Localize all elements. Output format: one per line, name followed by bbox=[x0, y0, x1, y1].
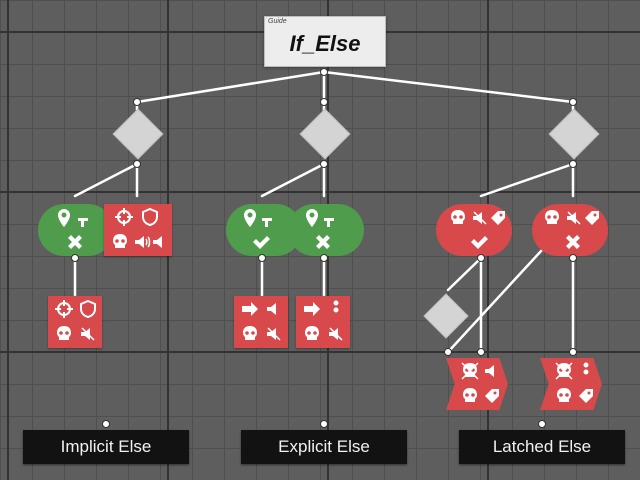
guide-title: If_Else bbox=[289, 31, 361, 56]
skull-icon bbox=[557, 388, 571, 402]
hand-point-icon bbox=[324, 218, 334, 227]
map-pin-icon bbox=[244, 209, 256, 227]
tag-icon bbox=[491, 211, 505, 225]
dots-icon bbox=[583, 362, 589, 375]
root-connector[interactable] bbox=[320, 68, 328, 76]
connector-node[interactable] bbox=[569, 98, 577, 106]
action-node-explicit-false[interactable] bbox=[296, 296, 350, 348]
connector-node[interactable] bbox=[258, 254, 266, 262]
connector-node[interactable] bbox=[71, 254, 79, 262]
skull-icon bbox=[555, 362, 573, 380]
skull-icon bbox=[545, 210, 559, 224]
check-icon bbox=[471, 236, 488, 249]
sound-icon bbox=[329, 327, 343, 341]
shield-icon bbox=[80, 299, 96, 319]
crosshair-icon bbox=[55, 300, 73, 318]
skull-icon bbox=[305, 326, 319, 340]
condition-node-explicit-false[interactable] bbox=[288, 204, 364, 256]
grid-line bbox=[7, 0, 9, 480]
else-action-implicit[interactable] bbox=[48, 296, 102, 348]
label-implicit-else[interactable]: Implicit Else bbox=[23, 430, 189, 464]
sound-icon bbox=[267, 327, 281, 341]
skull-icon bbox=[463, 388, 477, 402]
sound-icon bbox=[567, 211, 581, 225]
hand-point-icon bbox=[78, 218, 88, 227]
connector-node[interactable] bbox=[569, 160, 577, 168]
connector-node[interactable] bbox=[320, 98, 328, 106]
condition-node-implicit[interactable] bbox=[38, 204, 114, 256]
sound-icon bbox=[81, 327, 95, 341]
grid-line bbox=[0, 351, 640, 353]
arrow-right-icon bbox=[304, 302, 320, 316]
connector-node[interactable] bbox=[444, 348, 452, 356]
sound-icon bbox=[153, 236, 162, 248]
cross-icon bbox=[68, 235, 82, 249]
skull-icon bbox=[461, 362, 479, 380]
connector-node[interactable] bbox=[133, 98, 141, 106]
label-connector[interactable] bbox=[102, 420, 110, 428]
connector-node[interactable] bbox=[320, 160, 328, 168]
tag-icon bbox=[579, 389, 593, 403]
action-node-implicit[interactable] bbox=[104, 204, 172, 256]
check-icon bbox=[253, 236, 270, 249]
guide-box[interactable]: Guide If_Else bbox=[264, 16, 386, 67]
action-node-latched-false[interactable] bbox=[540, 358, 602, 410]
connector-node[interactable] bbox=[477, 254, 485, 262]
sound-icon bbox=[485, 365, 494, 377]
condition-node-latched-true[interactable] bbox=[436, 204, 512, 256]
hand-point-icon bbox=[262, 218, 272, 227]
condition-node-latched-false[interactable] bbox=[532, 204, 608, 256]
sound-icon bbox=[135, 236, 151, 248]
label-explicit-else[interactable]: Explicit Else bbox=[241, 430, 407, 464]
connector-node[interactable] bbox=[320, 254, 328, 262]
sound-icon bbox=[267, 303, 276, 315]
cross-icon bbox=[316, 235, 330, 249]
label-latched-else[interactable]: Latched Else bbox=[459, 430, 625, 464]
tag-icon bbox=[585, 211, 599, 225]
label-connector[interactable] bbox=[320, 420, 328, 428]
connector-node[interactable] bbox=[569, 348, 577, 356]
map-pin-icon bbox=[58, 209, 70, 227]
crosshair-icon bbox=[115, 208, 133, 226]
arrow-right-icon bbox=[242, 302, 258, 316]
grid-line bbox=[0, 191, 640, 193]
cross-icon bbox=[566, 235, 580, 249]
map-pin-icon bbox=[306, 209, 318, 227]
skull-icon bbox=[57, 326, 71, 340]
action-node-latched-true[interactable] bbox=[446, 358, 508, 410]
dots-icon bbox=[333, 300, 339, 313]
tag-icon bbox=[485, 389, 499, 403]
shield-icon bbox=[142, 207, 158, 227]
connector-node[interactable] bbox=[569, 254, 577, 262]
skull-icon bbox=[243, 326, 257, 340]
label-connector[interactable] bbox=[538, 420, 546, 428]
skull-icon bbox=[113, 234, 127, 248]
guide-caption: Guide bbox=[268, 18, 287, 25]
sound-icon bbox=[473, 211, 487, 225]
connector-node[interactable] bbox=[477, 348, 485, 356]
skull-icon bbox=[451, 210, 465, 224]
action-node-explicit-true[interactable] bbox=[234, 296, 288, 348]
connector-node[interactable] bbox=[133, 160, 141, 168]
